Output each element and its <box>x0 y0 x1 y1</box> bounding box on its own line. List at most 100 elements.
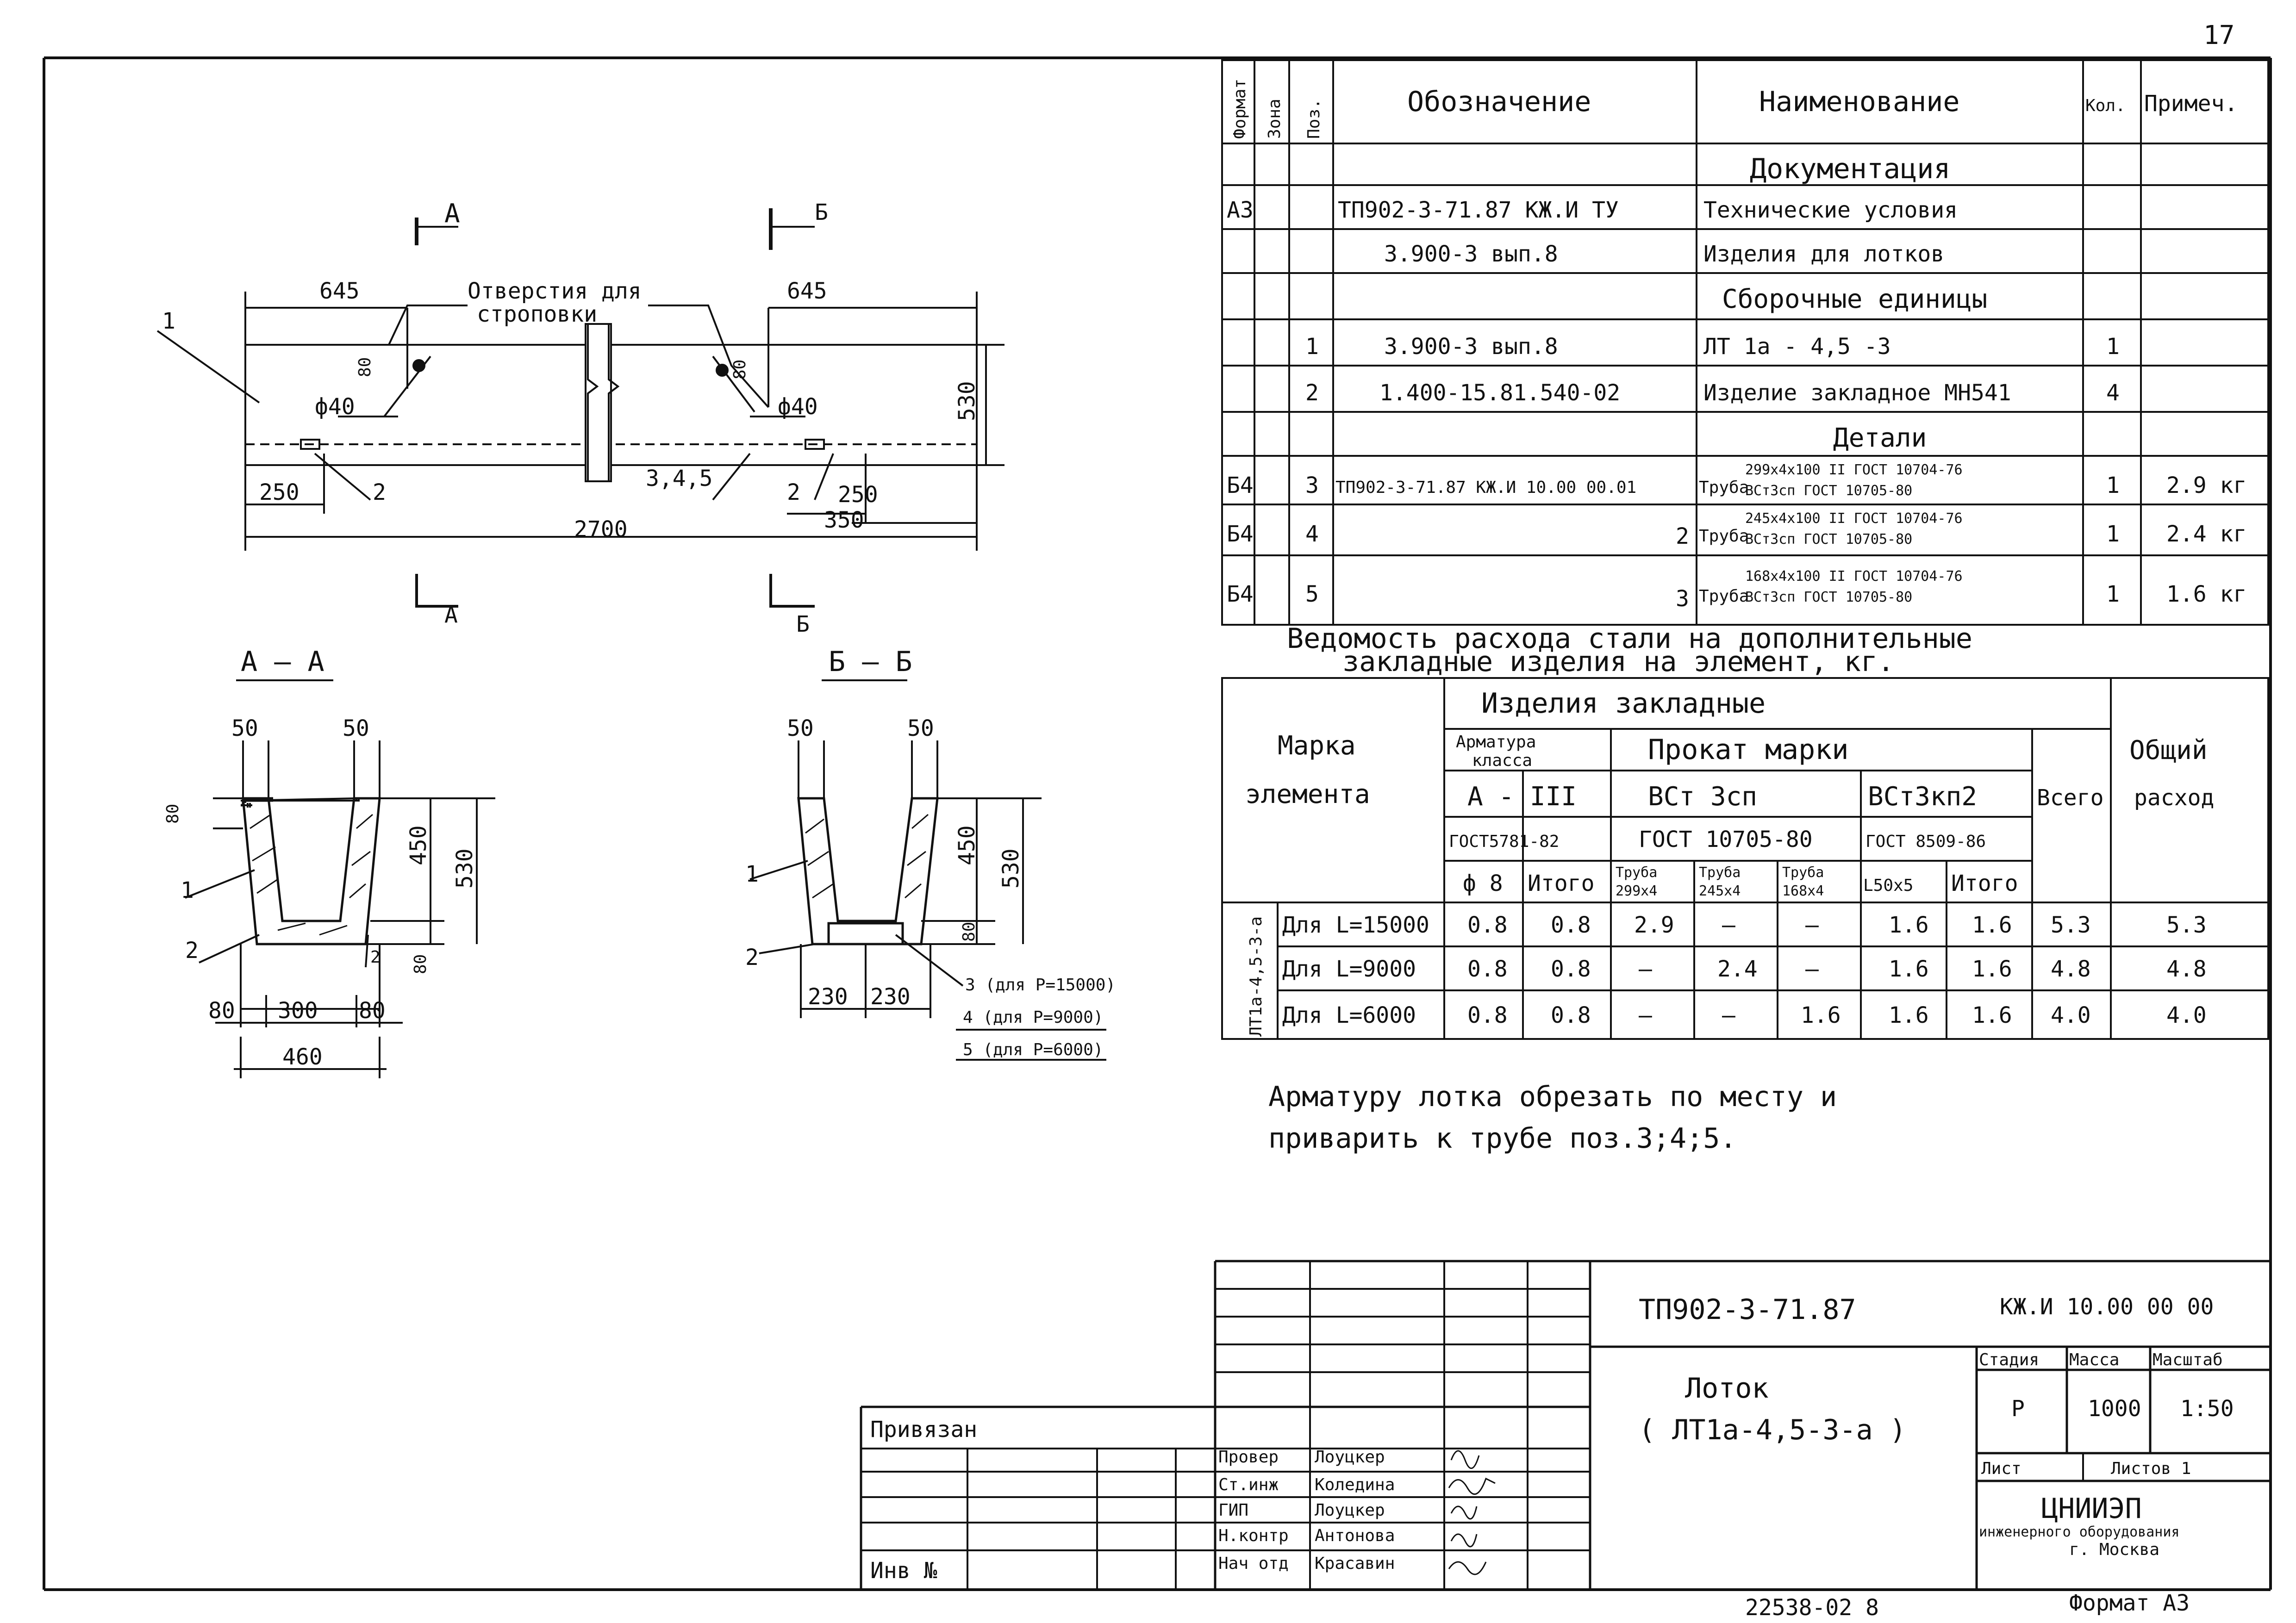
note-line-2: приварить к трубе поз.3;4;5. <box>1268 1122 1736 1155</box>
svg-text:5 (для Р=6000): 5 (для Р=6000) <box>963 1040 1103 1059</box>
doc-code: КЖ.И 10.00 00 00 <box>2000 1294 2214 1320</box>
svg-text:1.6: 1.6 <box>1972 1002 2012 1028</box>
svg-text:А: А <box>444 602 458 628</box>
svg-text:А — А: А — А <box>241 646 324 678</box>
svg-text:Нач отд: Нач отд <box>1218 1554 1289 1573</box>
svg-text:4: 4 <box>2106 380 2120 406</box>
svg-text:3.900-3 вып.8: 3.900-3 вып.8 <box>1384 241 1558 267</box>
svg-text:Масштаб: Масштаб <box>2152 1350 2223 1369</box>
svg-text:ГОСТ5781-82: ГОСТ5781-82 <box>1449 832 1559 851</box>
svg-text:Р: Р <box>2011 1396 2025 1422</box>
svg-text:645: 645 <box>787 278 827 304</box>
note-line-1: Арматуру лотка обрезать по месту и <box>1268 1081 1837 1113</box>
svg-text:Привязан: Привязан <box>870 1417 977 1443</box>
steel-title-2: закладные изделия на элемент, кг. <box>1342 646 1894 678</box>
svg-text:А3: А3 <box>1227 197 1254 223</box>
svg-text:ф40: ф40 <box>778 394 818 420</box>
svg-text:Стадия: Стадия <box>1979 1350 2039 1369</box>
svg-text:Труба: Труба <box>1699 587 1749 606</box>
svg-text:1.6: 1.6 <box>1972 956 2012 982</box>
hdr-qty: Кол. <box>2085 96 2126 115</box>
svg-text:50: 50 <box>787 715 814 741</box>
section-a-a: А — А <box>236 646 360 808</box>
svg-text:50: 50 <box>907 715 934 741</box>
svg-text:299х4х100 II ГОСТ 10704-76: 299х4х100 II ГОСТ 10704-76 <box>1745 462 1963 478</box>
svg-text:0.8: 0.8 <box>1551 1002 1591 1028</box>
svg-text:5: 5 <box>1305 581 1319 607</box>
svg-text:Прокат марки: Прокат марки <box>1648 734 1848 766</box>
svg-text:инженерного оборудования: инженерного оборудования <box>1979 1524 2179 1540</box>
svg-text:Листов 1: Листов 1 <box>2111 1459 2191 1478</box>
svg-text:2: 2 <box>370 948 381 967</box>
sheet-frame <box>43 56 2272 1591</box>
svg-text:Для L=9000: Для L=9000 <box>1282 956 1416 982</box>
svg-text:4.8: 4.8 <box>2051 956 2091 982</box>
svg-text:Труба: Труба <box>1782 864 1824 881</box>
aa-hatch <box>250 814 373 936</box>
svg-text:ТП902-3-71.87 КЖ.И 10.00 00.01: ТП902-3-71.87 КЖ.И 10.00 00.01 <box>1335 478 1636 497</box>
svg-text:2700: 2700 <box>574 516 628 542</box>
svg-text:А - III: А - III <box>1467 782 1577 812</box>
svg-text:450: 450 <box>406 825 431 865</box>
svg-text:1: 1 <box>2106 473 2120 498</box>
svg-text:245х4: 245х4 <box>1699 883 1741 899</box>
steel-row-2: Для L=9000 0.8 0.8 — 2.4 — 1.6 1.6 4.8 4… <box>1282 956 2207 982</box>
svg-text:3 (для Р=15000): 3 (для Р=15000) <box>965 976 1116 995</box>
svg-text:Труба: Труба <box>1699 527 1749 546</box>
svg-text:50: 50 <box>343 715 369 741</box>
svg-text:1.400-15.81.540-02: 1.400-15.81.540-02 <box>1379 380 1620 406</box>
element-mark: ЛТ1а-4,5-3-а <box>1247 916 1266 1037</box>
svg-text:—: — <box>1722 912 1735 938</box>
svg-text:2.4: 2.4 <box>1717 956 1758 982</box>
svg-text:Лоуцкер: Лоуцкер <box>1315 1501 1385 1520</box>
svg-text:расход: расход <box>2134 785 2214 811</box>
svg-text:1.6: 1.6 <box>1889 912 1929 938</box>
svg-text:ТП902-3-71.87 КЖ.И ТУ: ТП902-3-71.87 КЖ.И ТУ <box>1338 197 1619 223</box>
svg-text:Изделия для лотков: Изделия для лотков <box>1703 241 1944 267</box>
svg-text:3.900-3 вып.8: 3.900-3 вып.8 <box>1384 334 1558 360</box>
svg-text:ВСт3сп ГОСТ 10705-80: ВСт3сп ГОСТ 10705-80 <box>1745 531 1912 547</box>
svg-text:80: 80 <box>208 998 235 1024</box>
svg-text:530: 530 <box>452 848 478 889</box>
title-block: Привязан Инв № Провер Ст.инж ГИП Н.контр… <box>860 1260 2271 1621</box>
svg-text:Н.контр: Н.контр <box>1218 1526 1289 1545</box>
svg-text:3: 3 <box>1676 586 1689 612</box>
svg-text:1: 1 <box>181 877 194 903</box>
svg-text:Коледина: Коледина <box>1315 1475 1395 1494</box>
svg-text:—: — <box>1722 1002 1735 1028</box>
hdr-format: Формат <box>1230 79 1249 139</box>
svg-text:1: 1 <box>2106 334 2120 360</box>
svg-text:Лист: Лист <box>1981 1459 2021 1478</box>
svg-text:Б4: Б4 <box>1227 473 1254 498</box>
svg-text:645: 645 <box>319 278 360 304</box>
spec-table: Формат Зона Поз. Обозначение Наименовани… <box>1221 59 2269 626</box>
svg-text:Для L=6000: Для L=6000 <box>1282 1002 1416 1028</box>
svg-text:ВСт3сп ГОСТ 10705-80: ВСт3сп ГОСТ 10705-80 <box>1745 589 1912 605</box>
svg-text:300: 300 <box>278 998 318 1024</box>
svg-text:0.8: 0.8 <box>1467 956 1508 982</box>
svg-text:Арматура: Арматура <box>1456 733 1536 752</box>
sec-docs: Документация <box>1750 153 1950 185</box>
svg-text:0.8: 0.8 <box>1551 956 1591 982</box>
svg-text:А: А <box>444 199 460 229</box>
svg-text:ф40: ф40 <box>315 394 355 420</box>
svg-text:5.3: 5.3 <box>2051 912 2091 938</box>
archive-number: 22538-02 8 <box>1745 1595 1879 1621</box>
svg-text:80: 80 <box>359 998 386 1024</box>
svg-text:4.8: 4.8 <box>2166 956 2207 982</box>
steel-table: Марка элемента Изделия закладные Арматур… <box>1221 677 2269 1040</box>
svg-text:460: 460 <box>282 1044 323 1070</box>
svg-text:Изделия закладные: Изделия закладные <box>1481 687 1766 720</box>
svg-text:2: 2 <box>745 945 759 970</box>
svg-text:Б: Б <box>796 611 810 637</box>
svg-text:1: 1 <box>2106 581 2120 607</box>
svg-text:2: 2 <box>185 938 199 964</box>
svg-text:1:50: 1:50 <box>2180 1396 2234 1422</box>
svg-text:Масса: Масса <box>2069 1350 2119 1369</box>
svg-text:Инв №: Инв № <box>870 1558 937 1584</box>
svg-text:3: 3 <box>1305 473 1319 498</box>
svg-text:2: 2 <box>787 479 800 505</box>
svg-text:2: 2 <box>1305 380 1319 406</box>
product-name: Лоток <box>1685 1372 1769 1405</box>
svg-text:80: 80 <box>356 357 374 377</box>
